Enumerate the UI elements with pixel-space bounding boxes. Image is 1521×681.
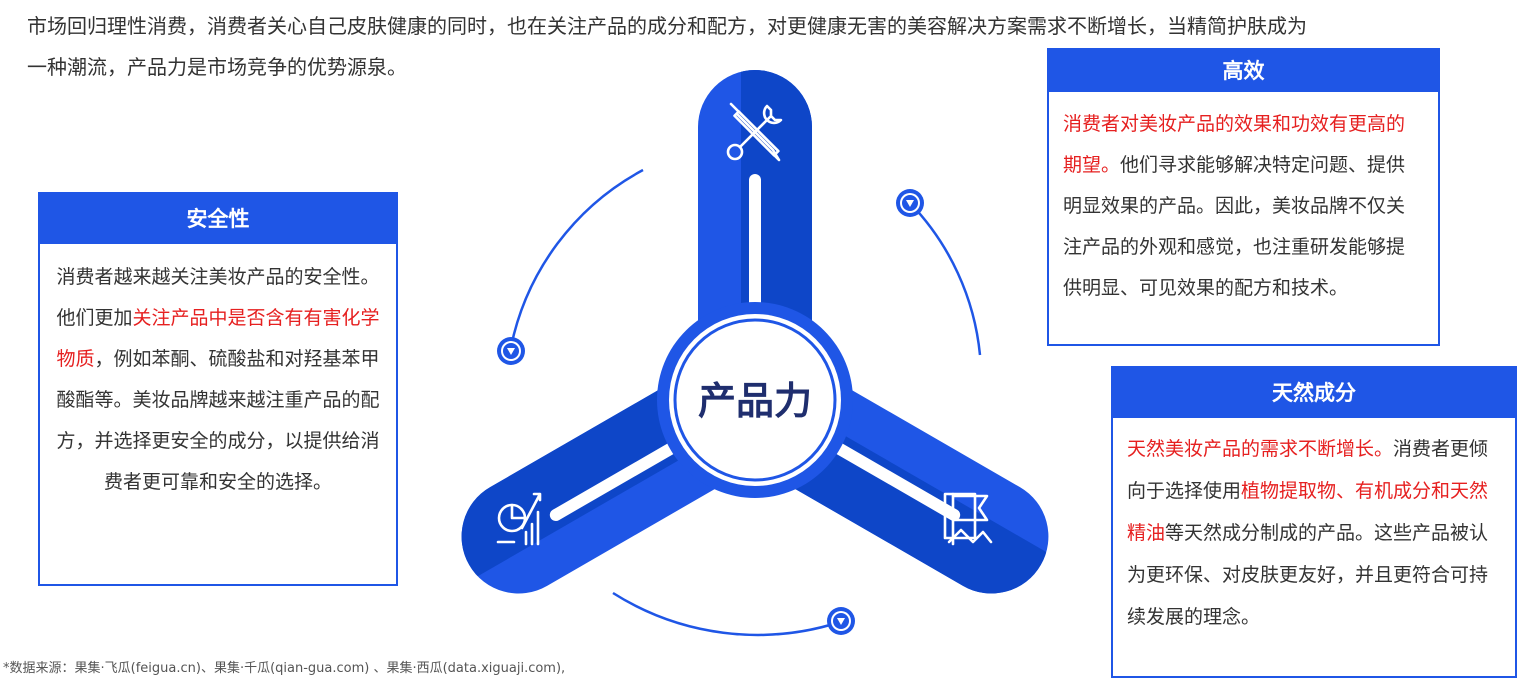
intro-line-2: 一种潮流，产品力是市场竞争的优势源泉。 bbox=[27, 55, 407, 79]
safety-text-1: 消费者越来越关注美妆产品的安全性。他们更加 bbox=[56, 266, 380, 329]
natural-card-title: 天然成分 bbox=[1113, 368, 1515, 418]
center-hub: 产品力 bbox=[657, 302, 853, 498]
data-source-note: *数据来源：果集·飞瓜(feigua.cn)、果集·千瓜(qian-gua.co… bbox=[3, 661, 566, 676]
tools-icon bbox=[726, 102, 783, 162]
efficacy-card-title: 高效 bbox=[1049, 50, 1438, 92]
efficacy-card-body: 消费者对美妆产品的效果和功效有更高的期望。他们寻求能够解决特定问题、提供明显效果… bbox=[1049, 92, 1438, 309]
natural-text-2: 等天然成分制成的产品。这些产品被认为更环保、对皮肤更友好，并且更符合可持续发展的… bbox=[1127, 522, 1489, 628]
arrow-marker-bottom bbox=[827, 607, 855, 635]
natural-text-highlight-1: 天然美妆产品的需求不断增长。 bbox=[1127, 438, 1394, 460]
arrow-marker-left bbox=[497, 337, 525, 365]
efficacy-text: 他们寻求能够解决特定问题、提供明显效果的产品。因此，美妆品牌不仅关注产品的外观和… bbox=[1063, 154, 1406, 299]
natural-card: 天然成分 天然美妆产品的需求不断增长。消费者更倾向于选择使用植物提取物、有机成分… bbox=[1111, 366, 1517, 678]
safety-card-body: 消费者越来越关注美妆产品的安全性。他们更加关注产品中是否含有有害化学物质，例如苯… bbox=[40, 244, 396, 503]
product-power-diagram: 产品力 bbox=[460, 70, 1049, 637]
natural-text-1: 消费者更倾向于选择使用 bbox=[1127, 438, 1489, 502]
safety-card-title: 安全性 bbox=[40, 194, 396, 244]
flag-icon bbox=[943, 492, 993, 546]
safety-card: 安全性 消费者越来越关注美妆产品的安全性。他们更加关注产品中是否含有有害化学物质… bbox=[38, 192, 398, 586]
arrow-marker-right bbox=[896, 189, 924, 217]
efficacy-card: 高效 消费者对美妆产品的效果和功效有更高的期望。他们寻求能够解决特定问题、提供明… bbox=[1047, 48, 1440, 346]
efficacy-text-highlight: 消费者对美妆产品的效果和功效有更高的期望。 bbox=[1063, 113, 1406, 176]
cycle-arc-bottom bbox=[612, 591, 841, 637]
safety-text-highlight: 关注产品中是否含有有害化学物质 bbox=[56, 307, 380, 370]
cycle-arc-right bbox=[909, 202, 982, 356]
natural-card-body: 天然美妆产品的需求不断增长。消费者更倾向于选择使用植物提取物、有机成分和天然精油… bbox=[1113, 418, 1515, 638]
natural-text-highlight-2: 植物提取物、有机成分和天然精油 bbox=[1127, 480, 1489, 544]
intro-line-1: 市场回归理性消费，消费者关心自己皮肤健康的同时，也在关注产品的成分和配方，对更健… bbox=[27, 14, 1307, 38]
growth-chart-icon bbox=[496, 492, 542, 546]
intro-paragraph: 市场回归理性消费，消费者关心自己皮肤健康的同时，也在关注产品的成分和配方，对更健… bbox=[0, 6, 1521, 88]
cycle-arc-left bbox=[509, 168, 644, 348]
center-label: 产品力 bbox=[698, 379, 812, 423]
safety-text-2: ，例如苯酮、硫酸盐和对羟基苯甲酸酯等。美妆品牌越来越注重产品的配方，并选择更安全… bbox=[56, 348, 380, 493]
